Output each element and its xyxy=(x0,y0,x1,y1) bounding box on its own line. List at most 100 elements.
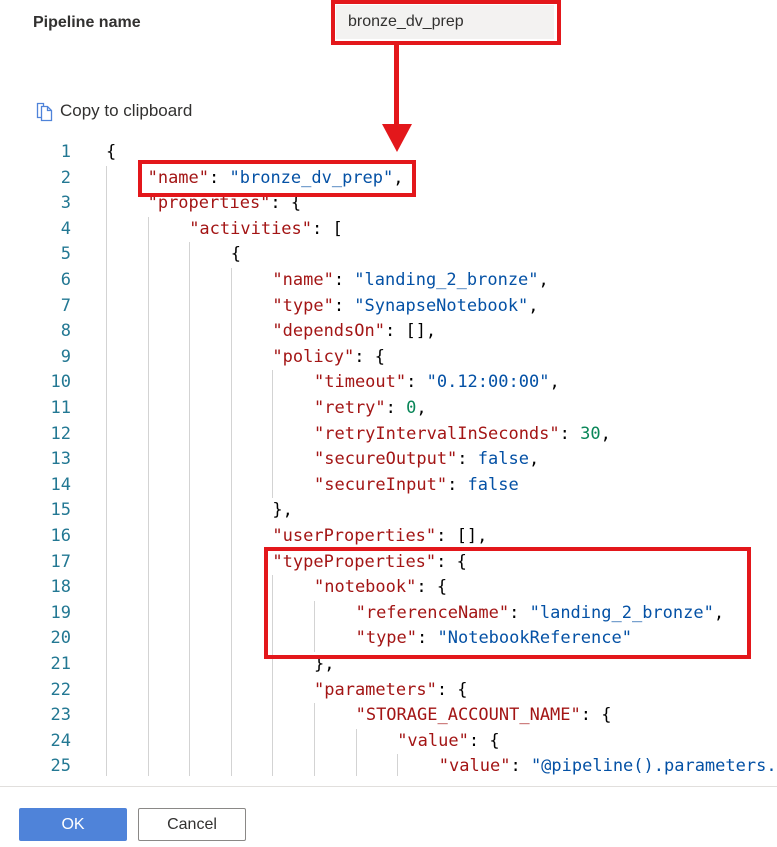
line-number: 21 xyxy=(50,654,71,674)
token-boolean: false xyxy=(467,474,519,495)
indent-guide xyxy=(106,370,107,396)
indent-guide xyxy=(272,652,274,678)
token-key: "STORAGE_ACCOUNT_NAME" xyxy=(355,705,581,726)
indent-guide xyxy=(272,626,274,652)
code-text: }, xyxy=(314,652,334,678)
indent-guide xyxy=(147,242,149,268)
indent-guide xyxy=(189,421,191,448)
code-line: 16"userProperties": [], xyxy=(0,524,777,550)
indent-guide xyxy=(106,600,107,627)
line-number: 24 xyxy=(50,730,71,751)
indent-guide xyxy=(147,754,149,776)
indent-guide xyxy=(106,677,107,704)
code-text: "properties": { xyxy=(148,191,302,217)
token-punct: : xyxy=(510,756,531,776)
cancel-button[interactable]: Cancel xyxy=(138,808,246,841)
code-line: 21}, xyxy=(0,652,777,678)
token-string: "0.12:00:00" xyxy=(426,372,550,393)
indent-guide xyxy=(147,652,149,678)
token-punct: : { xyxy=(416,577,448,598)
line-number: 11 xyxy=(50,398,71,418)
indent-guide xyxy=(147,728,149,755)
indent-guide xyxy=(189,754,191,776)
code-line: 9"policy": { xyxy=(0,344,777,371)
code-text: "dependsOn": [], xyxy=(272,319,436,345)
indent-guide xyxy=(106,319,107,345)
token-key: "type" xyxy=(272,295,334,316)
indent-guide xyxy=(272,728,274,755)
indent-guide xyxy=(189,447,191,473)
token-punct: , xyxy=(528,449,540,470)
token-boolean: false xyxy=(477,449,529,470)
code-text: "userProperties": [], xyxy=(272,524,487,550)
token-string: "SynapseNotebook" xyxy=(354,295,529,316)
token-punct: , xyxy=(393,167,404,188)
indent-guide xyxy=(230,421,232,448)
indent-guide xyxy=(272,575,274,601)
token-punct: : { xyxy=(436,679,468,700)
indent-guide xyxy=(106,728,107,755)
code-text: { xyxy=(106,140,116,166)
token-key: "policy" xyxy=(272,346,355,367)
indent-guide xyxy=(189,600,191,627)
indent-guide xyxy=(230,319,232,345)
token-punct: : [ xyxy=(312,218,343,239)
copy-label: Copy to clipboard xyxy=(60,101,193,120)
line-number: 10 xyxy=(50,372,71,393)
indent-guide xyxy=(230,447,232,473)
indent-guide xyxy=(189,319,191,345)
token-number: 0 xyxy=(406,398,417,418)
indent-guide xyxy=(147,319,149,345)
indent-guide xyxy=(230,600,232,627)
indent-guide xyxy=(230,293,232,320)
json-code-viewer[interactable]: 1{2"name": "bronze_dv_prep",3"properties… xyxy=(0,140,777,776)
indent-guide xyxy=(355,728,357,755)
indent-guide xyxy=(230,728,232,755)
indent-guide xyxy=(147,677,149,704)
indent-guide xyxy=(189,626,191,652)
token-key: "notebook" xyxy=(314,577,417,598)
token-punct: , xyxy=(600,423,611,444)
code-text: "type": "SynapseNotebook", xyxy=(272,294,538,320)
code-text: "secureOutput": false, xyxy=(314,447,539,473)
code-text: "activities": [ xyxy=(189,217,343,243)
indent-guide xyxy=(106,498,107,524)
indent-guide xyxy=(189,728,191,755)
ok-button[interactable]: OK xyxy=(19,808,127,841)
code-line: 14"secureInput": false xyxy=(0,472,777,499)
code-line: 23"STORAGE_ACCOUNT_NAME": { xyxy=(0,703,777,729)
indent-guide xyxy=(314,754,315,776)
code-text: "type": "NotebookReference" xyxy=(356,626,632,652)
indent-guide xyxy=(230,575,232,601)
indent-guide xyxy=(230,498,232,524)
token-key: "userProperties" xyxy=(272,526,437,546)
code-line: 18"notebook": { xyxy=(0,575,777,601)
code-line: 11"retry": 0, xyxy=(0,396,777,422)
code-text: "policy": { xyxy=(272,345,385,371)
indent-guide xyxy=(106,472,107,499)
token-string: "landing_2_bronze" xyxy=(354,270,539,290)
indent-guide xyxy=(189,242,191,268)
indent-guide xyxy=(106,421,107,448)
pipeline-name-label: Pipeline name xyxy=(33,14,141,31)
pipeline-name-input[interactable] xyxy=(336,5,554,39)
token-punct: : [], xyxy=(384,321,437,342)
indent-guide xyxy=(106,703,107,729)
copy-to-clipboard-button[interactable]: Copy to clipboard xyxy=(36,100,192,122)
line-number: 22 xyxy=(50,679,71,700)
code-line: 8"dependsOn": [], xyxy=(0,319,777,345)
code-text: "referenceName": "landing_2_bronze", xyxy=(356,601,725,627)
line-number: 19 xyxy=(50,602,71,623)
code-text: "value": { xyxy=(397,729,499,755)
indent-guide xyxy=(189,396,191,422)
token-key: "value" xyxy=(438,756,511,776)
indent-guide xyxy=(314,626,315,652)
line-number: 6 xyxy=(60,270,71,290)
indent-guide xyxy=(230,344,232,371)
indent-guide xyxy=(189,344,191,371)
indent-guide xyxy=(106,575,107,601)
token-key: "secureOutput" xyxy=(314,449,458,470)
code-line: 3"properties": { xyxy=(0,191,777,217)
code-line: 6"name": "landing_2_bronze", xyxy=(0,268,777,294)
token-punct: : { xyxy=(580,705,612,726)
